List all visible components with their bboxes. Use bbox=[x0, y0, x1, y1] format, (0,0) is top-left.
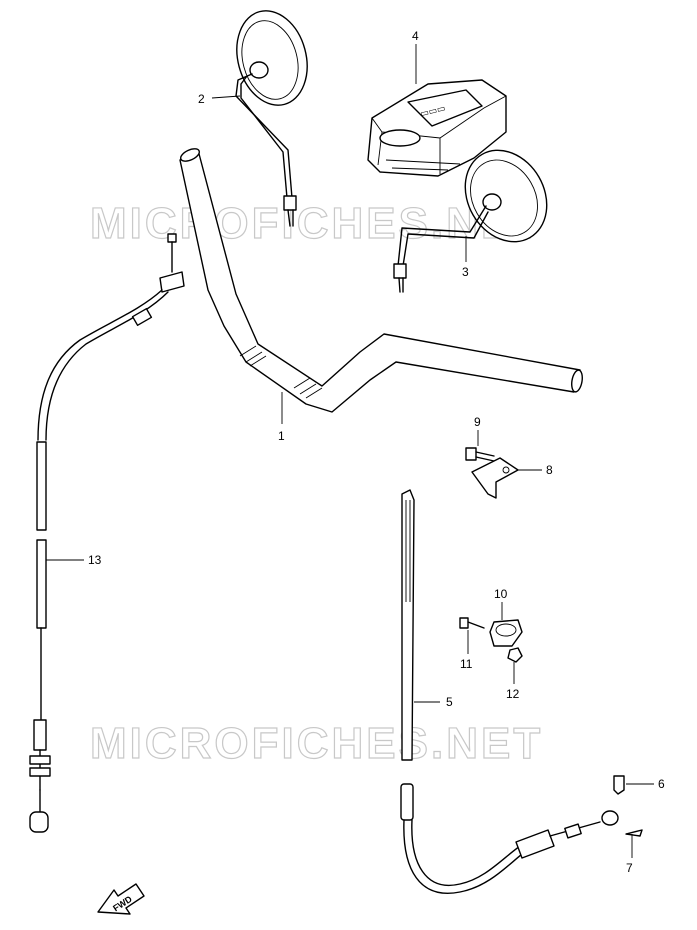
callout-2: 2 bbox=[198, 92, 205, 106]
callout-5: 5 bbox=[446, 695, 453, 709]
cap-6[interactable] bbox=[613, 775, 625, 795]
mirror-left[interactable] bbox=[227, 3, 318, 227]
pin-7[interactable] bbox=[625, 829, 643, 837]
callout-8: 8 bbox=[546, 463, 553, 477]
callout-3: 3 bbox=[462, 265, 469, 279]
handlebar[interactable] bbox=[179, 146, 584, 413]
clutch-cable[interactable] bbox=[29, 233, 185, 833]
callout-13: 13 bbox=[88, 553, 102, 567]
screw-11[interactable] bbox=[459, 617, 485, 629]
mirror-right[interactable] bbox=[393, 135, 563, 293]
callout-9: 9 bbox=[474, 415, 481, 429]
fwd-arrow-icon: FWD bbox=[97, 883, 145, 915]
callout-7: 7 bbox=[626, 861, 633, 875]
nut-12[interactable] bbox=[507, 647, 523, 663]
switch-housing[interactable]: ▭▭▭ bbox=[367, 79, 507, 177]
cable-clamp-8[interactable] bbox=[471, 457, 519, 499]
callout-4: 4 bbox=[412, 29, 419, 43]
callout-11: 11 bbox=[460, 657, 473, 671]
callout-10: 10 bbox=[494, 587, 508, 601]
watermark-bottom: MICROFICHES.NET bbox=[90, 719, 543, 768]
callout-6: 6 bbox=[658, 777, 665, 791]
callout-12: 12 bbox=[506, 687, 520, 701]
clamp-10[interactable] bbox=[489, 619, 523, 647]
bolt-9[interactable] bbox=[465, 447, 495, 462]
throttle-cable[interactable] bbox=[400, 489, 619, 894]
leader-2 bbox=[211, 95, 241, 99]
callout-1: 1 bbox=[278, 429, 285, 443]
